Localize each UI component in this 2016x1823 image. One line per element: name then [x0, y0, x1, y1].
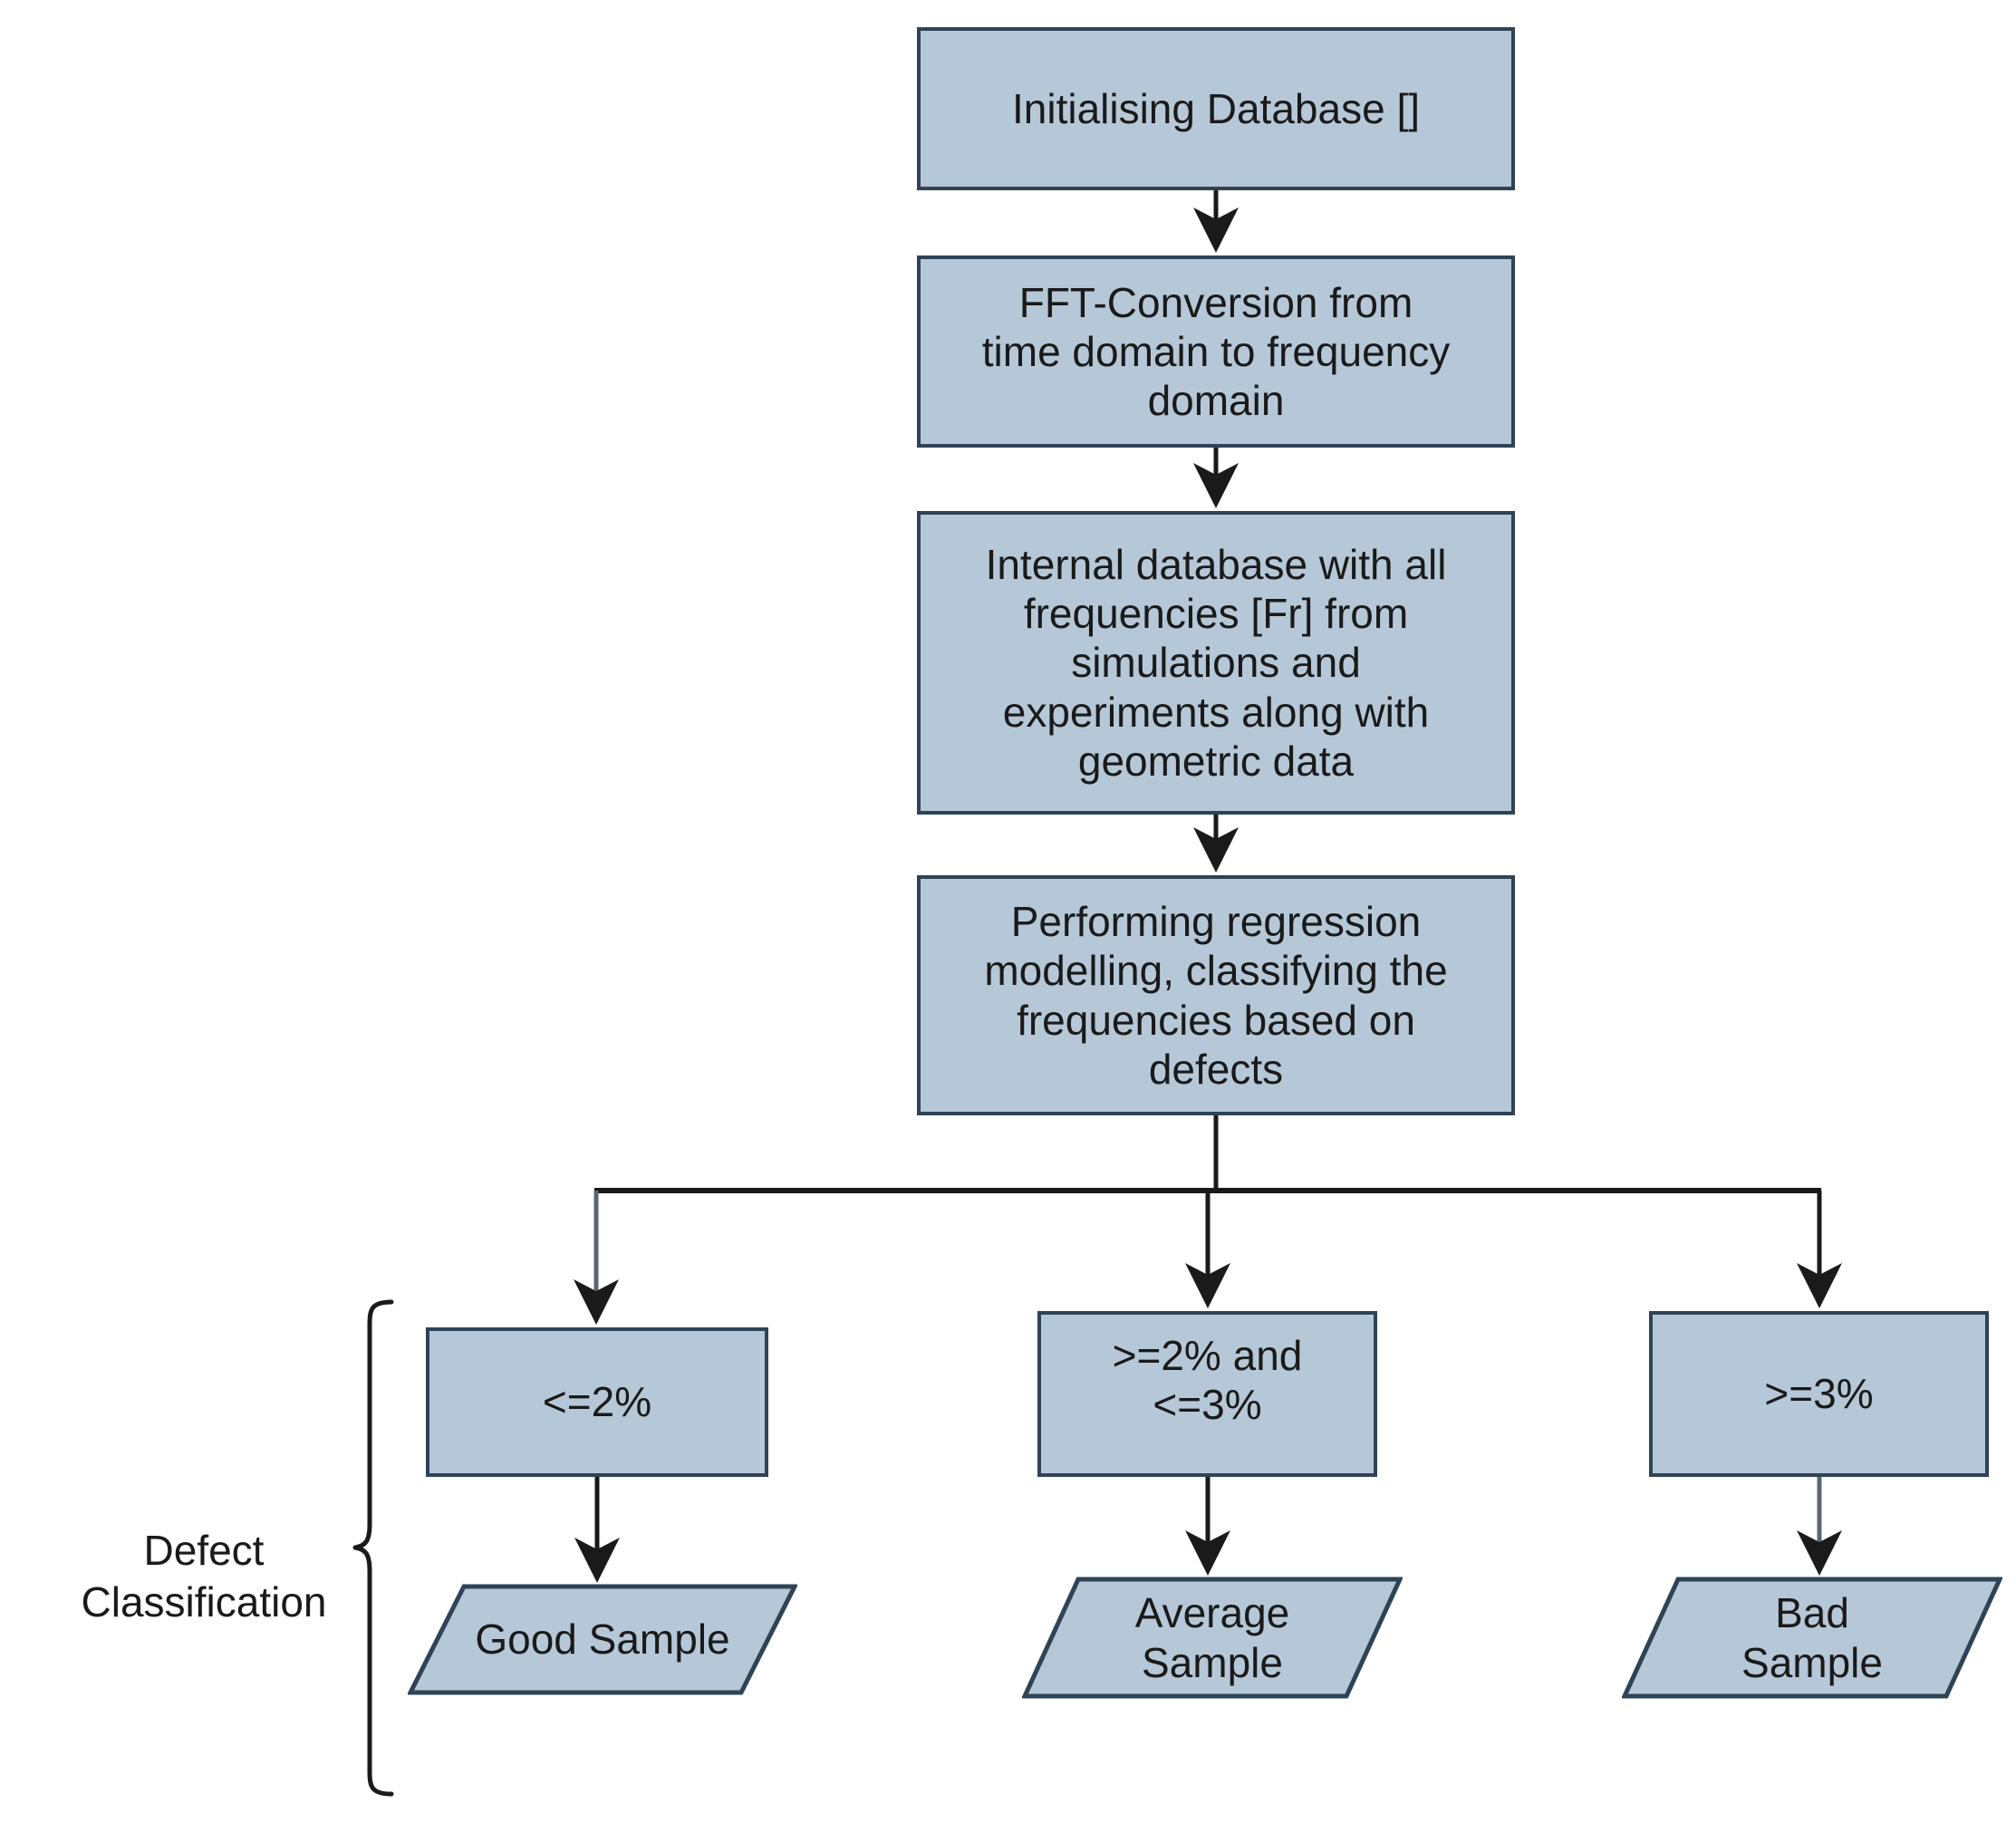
node-condition-average[interactable]: >=2% and <=3% [1037, 1311, 1377, 1477]
bad-sample-parallelogram-shape [1622, 1577, 2002, 1699]
node-result-average-sample[interactable]: Average Sample [1022, 1577, 1403, 1699]
defect-classification-label: Defect Classification [54, 1472, 353, 1629]
node-init-database[interactable]: Initialising Database [] [917, 27, 1515, 190]
defect-classification-text: Defect Classification [81, 1526, 327, 1626]
node-condition-average-label: >=2% and <=3% [1112, 1332, 1303, 1429]
node-fft-conversion[interactable]: FFT-Conversion from time domain to frequ… [917, 256, 1515, 448]
node-internal-database[interactable]: Internal database with all frequencies [… [917, 511, 1515, 815]
node-condition-good-label: <=2% [542, 1378, 652, 1426]
node-regression-modelling[interactable]: Performing regression modelling, classif… [917, 875, 1515, 1115]
defect-classification-brace [352, 1299, 394, 1797]
node-fft-conversion-label: FFT-Conversion from time domain to frequ… [981, 278, 1451, 425]
node-result-average-sample-label: Average Sample [1134, 1589, 1290, 1686]
node-condition-bad-label: >=3% [1764, 1370, 1874, 1418]
good-sample-parallelogram-shape [408, 1584, 797, 1695]
node-result-bad-sample-label: Bad Sample [1741, 1589, 1883, 1686]
node-init-database-label: Initialising Database [] [1011, 84, 1421, 132]
node-result-bad-sample[interactable]: Bad Sample [1622, 1577, 2002, 1699]
node-internal-database-label: Internal database with all frequencies [… [985, 540, 1447, 785]
average-sample-parallelogram-shape [1022, 1577, 1403, 1699]
node-condition-good[interactable]: <=2% [426, 1327, 768, 1477]
node-regression-modelling-label: Performing regression modelling, classif… [984, 897, 1448, 1093]
node-condition-bad[interactable]: >=3% [1649, 1311, 1989, 1477]
node-result-good-sample-label: Good Sample [475, 1616, 730, 1664]
node-result-good-sample[interactable]: Good Sample [408, 1584, 797, 1695]
